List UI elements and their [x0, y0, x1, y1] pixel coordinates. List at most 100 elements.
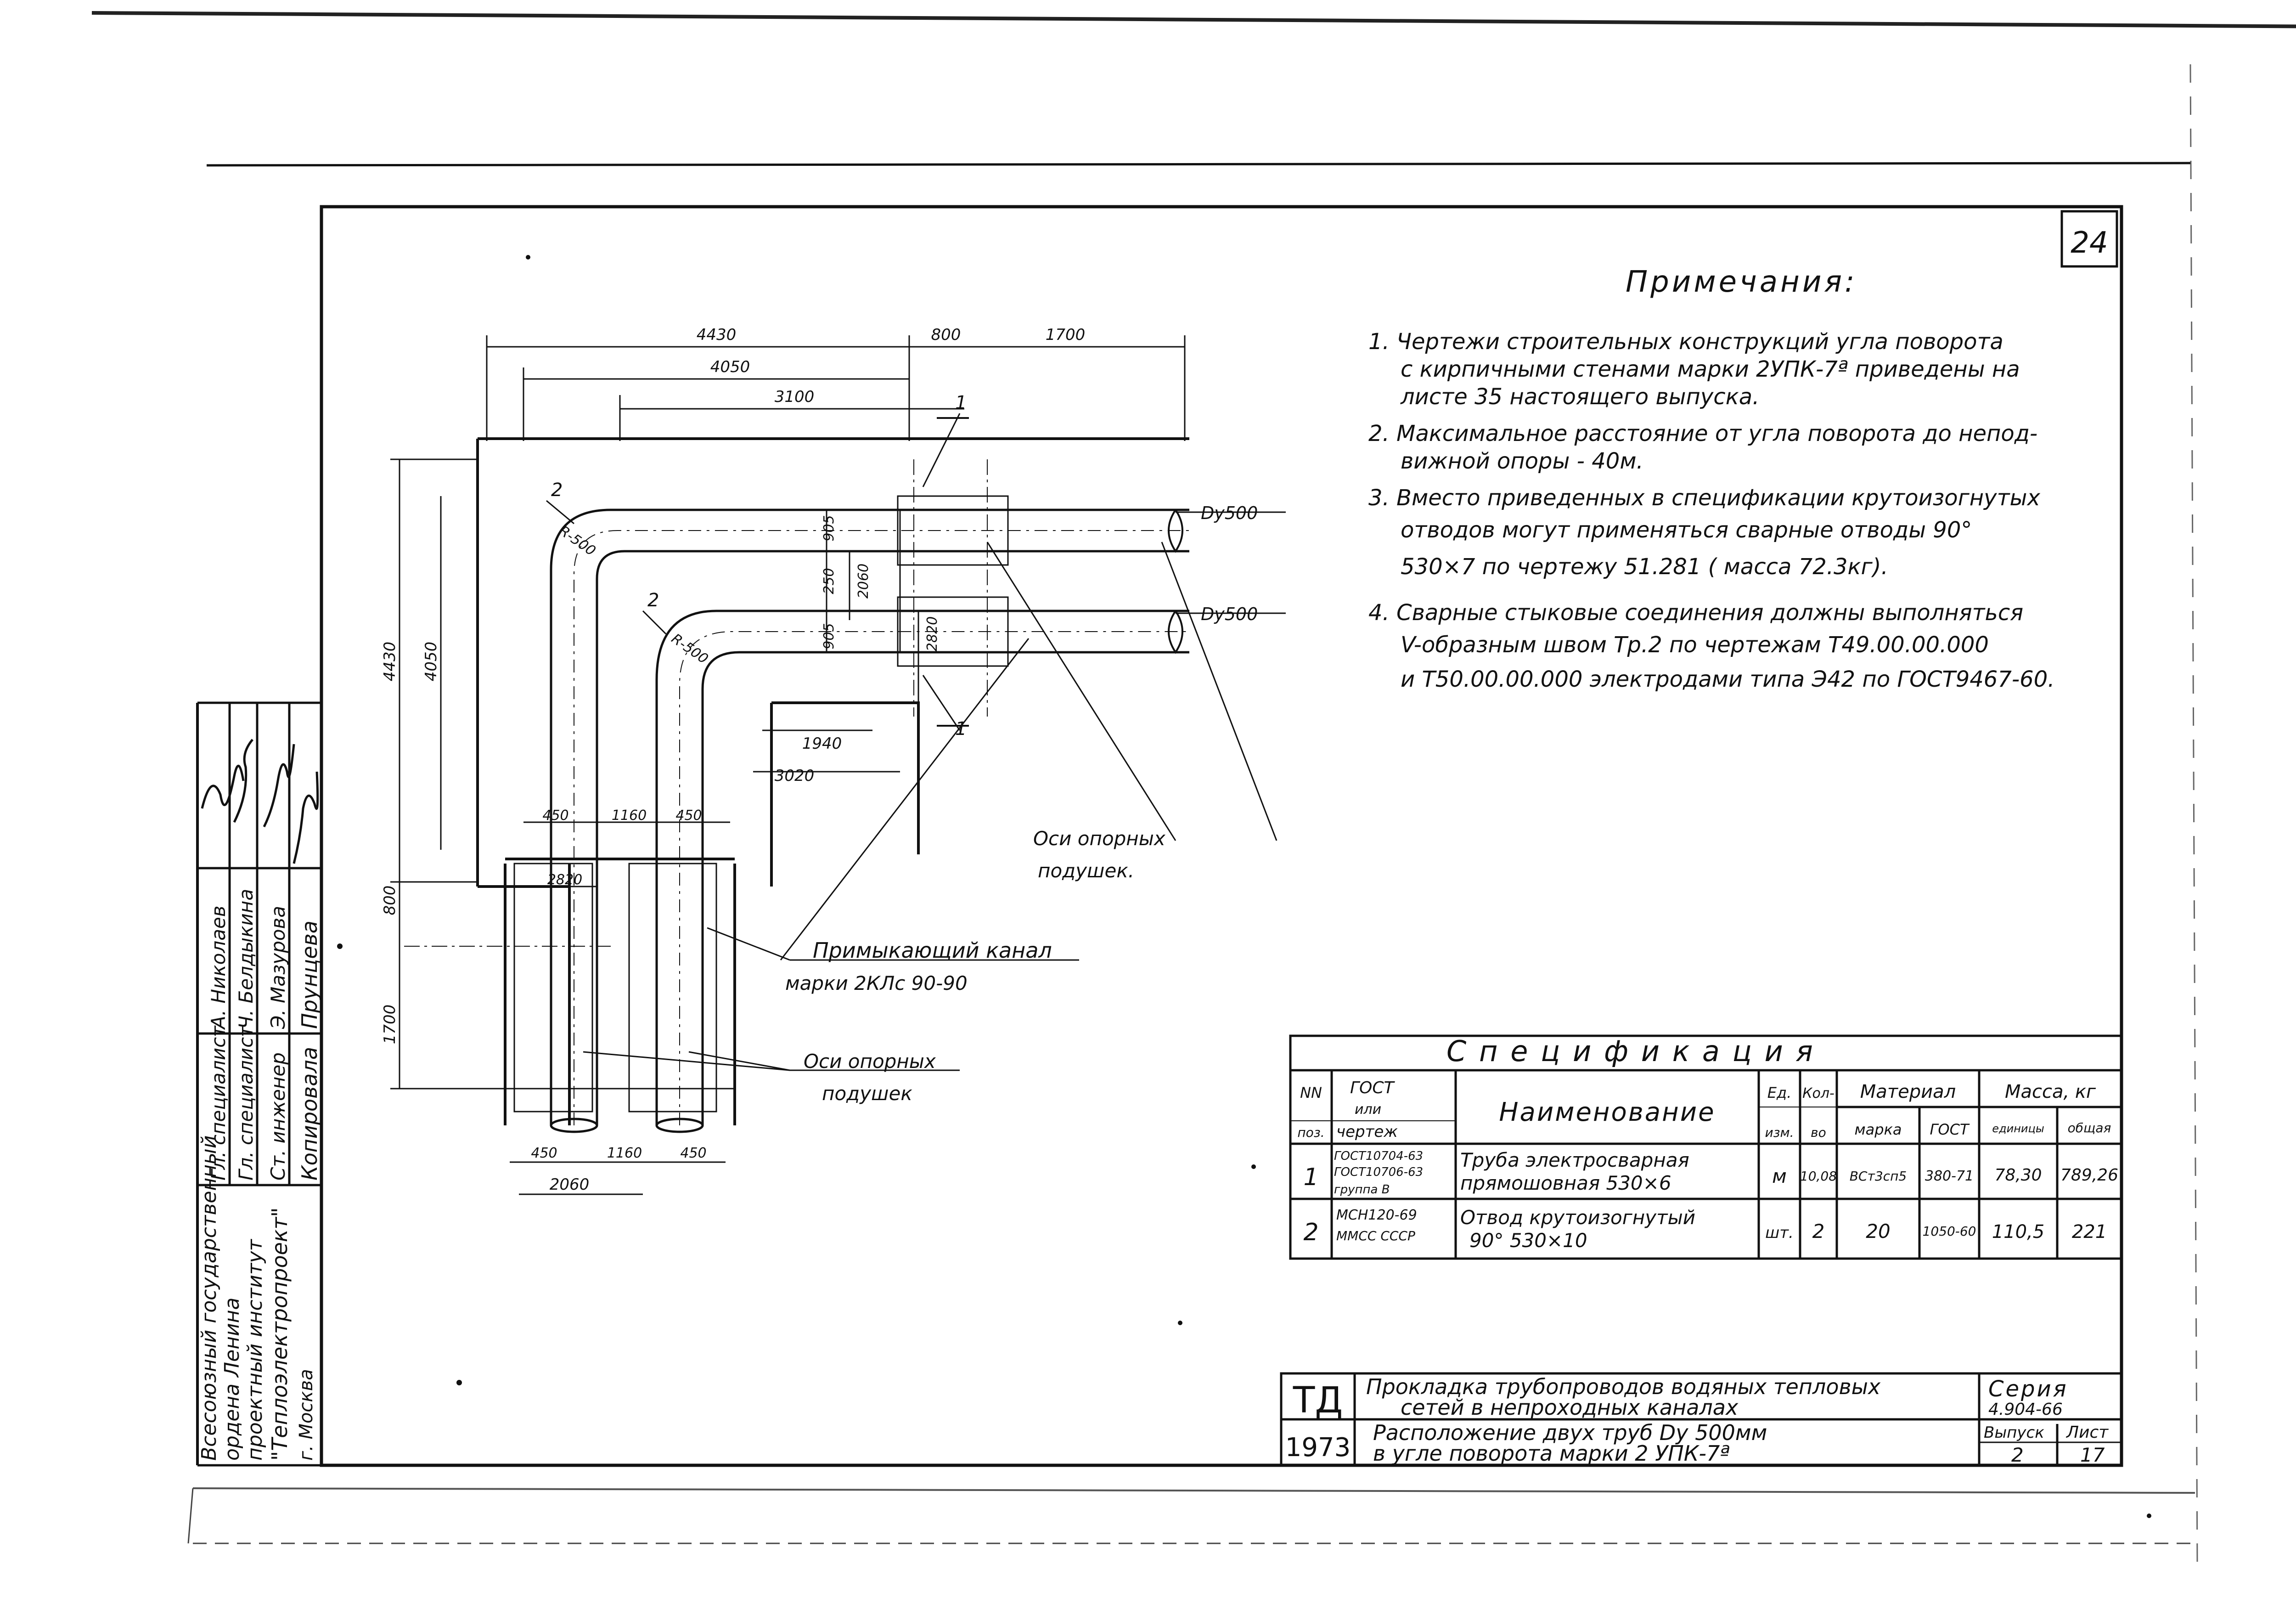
role-3: Ст. инженер [267, 1052, 289, 1180]
pipe-2 [655, 610, 1189, 1133]
note-line-7: отводов могут применяться сварные отводы… [1401, 517, 1972, 543]
scan-specks [337, 255, 2151, 1518]
spec-title: С п е ц и ф и к а ц и я [1446, 1034, 1815, 1068]
dim-left-1700: 1700 [381, 1005, 399, 1045]
dim-top-3100: 3100 [775, 388, 815, 406]
dim-left-800: 800 [381, 886, 399, 915]
dim-3020: 3020 [775, 767, 815, 785]
scan-edge-marks [91, 11, 2296, 1562]
hdr-unit-1: Ед. [1767, 1084, 1792, 1101]
specification-table: С п е ц и ф и к а ц и я NN поз. ГОСТ или… [1289, 1034, 2123, 1260]
dim-top-800: 800 [931, 326, 961, 344]
dim-bottom-1160: 1160 [607, 1145, 642, 1161]
row2-name-2: 90° 530×10 [1469, 1229, 1587, 1252]
hdr-qty-2: во [1811, 1125, 1826, 1140]
note-line-4: 2. Максимальное расстояние от угла повор… [1368, 421, 2037, 446]
hdr-gost-3: чертеж [1336, 1123, 1398, 1141]
note-line-8: 530×7 по чертежу 51.281 ( масса 72.3кг). [1401, 554, 1888, 580]
tb-sheet: 17 [2080, 1444, 2105, 1466]
tb-title1-a: Прокладка трубопроводов водяных тепловых [1366, 1374, 1881, 1399]
note-line-9: 4. Сварные стыковые соединения должны вы… [1368, 600, 2023, 626]
hdr-mat-gost: ГОСТ [1930, 1121, 1970, 1138]
row1-name-1: Труба электросварная [1460, 1149, 1689, 1171]
dim-left-4050: 4050 [422, 642, 440, 682]
pipe-1 [550, 508, 1189, 1133]
dim-450b: 450 [675, 808, 702, 824]
row2-name-1: Отвод крутоизогнутый [1460, 1206, 1695, 1229]
dim-mid-905b: 905 [821, 623, 837, 649]
note-line-1: 1. Чертежи строительных конструкций угла… [1368, 329, 2003, 355]
pipe-break-lines [1168, 509, 1183, 654]
dim-top-4430: 4430 [697, 326, 737, 344]
note-line-6: 3. Вместо приведенных в спецификации кру… [1368, 485, 2040, 511]
page-number-box: 24 [2060, 210, 2118, 268]
notes-block: Примечания: 1. Чертежи строительных конс… [1368, 265, 2055, 692]
dim-2820: 2820 [547, 872, 582, 888]
org-line-1: Всесоюзный государственный [197, 1135, 221, 1461]
dim-1940: 1940 [802, 734, 842, 753]
tb-code: ТД [1293, 1380, 1343, 1421]
name-3: Э. Мазурова [267, 906, 289, 1029]
hdr-unit-2: изм. [1765, 1125, 1794, 1140]
dimension-lines [390, 335, 1186, 1195]
pipe-label-2: Dу500 [1201, 604, 1258, 624]
hdr-material: Материал [1860, 1081, 1956, 1102]
pos-mark-2a: 2 [551, 480, 563, 501]
dim-mid-2060: 2060 [855, 564, 872, 599]
hdr-name: Наименование [1499, 1097, 1715, 1127]
pos-mark-2b: 2 [647, 590, 659, 611]
dim-450a: 450 [542, 808, 568, 824]
tb-sheet-label: Лист [2065, 1423, 2109, 1442]
name-4: Прунцева [297, 921, 322, 1029]
title-block: ТД 1973 Прокладка трубопроводов водяных … [1280, 1372, 2123, 1467]
callout-channel-a: Примыкающий канал [813, 938, 1052, 963]
role-2: Гл. специалист [235, 1025, 257, 1180]
note-line-2: с кирпичными стенами марки 2УПК-7ª приве… [1401, 356, 2020, 382]
row1-gost-3: группа В [1334, 1183, 1390, 1197]
hdr-gost-2: или [1355, 1101, 1381, 1118]
hdr-mass: Масса, кг [2005, 1081, 2096, 1102]
note-line-10: V-образным швом Тр.2 по чертежам Т49.00.… [1401, 632, 1989, 658]
row2-grade: 20 [1866, 1220, 1890, 1243]
callout-support-axes-2b: подушек [822, 1082, 912, 1105]
hdr-pos-1: NN [1300, 1084, 1322, 1101]
notes-title: Примечания: [1626, 265, 1857, 299]
tb-series: 4.904-66 [1988, 1400, 2063, 1419]
dim-left-4430: 4430 [381, 642, 399, 682]
name-2: Ч. Белдыкина [235, 889, 257, 1029]
dim-bottom-2060: 2060 [550, 1175, 590, 1194]
row2-mgost: 1050-60 [1923, 1224, 1976, 1239]
note-line-3: листе 35 настоящего выпуска. [1400, 384, 1759, 410]
tb-series-label: Серия [1988, 1376, 2068, 1402]
row1-grade: ВСт3сп5 [1850, 1169, 1907, 1184]
tb-title2-a: Расположение двух труб Dу 500мм [1373, 1420, 1767, 1445]
dim-bottom-450a: 450 [531, 1145, 557, 1161]
tb-year: 1973 [1285, 1433, 1351, 1463]
leader-lines [546, 413, 1286, 1071]
row1-mgost: 380-71 [1925, 1168, 1974, 1184]
note-line-5: вижной опоры - 40м. [1401, 448, 1643, 474]
row1-gost-2: ГОСТ10706-63 [1334, 1165, 1423, 1179]
hdr-mass-total: общая [2068, 1120, 2111, 1135]
row2-mass-unit: 110,5 [1992, 1221, 2045, 1243]
hdr-gost-1: ГОСТ [1350, 1079, 1396, 1097]
signatures [201, 739, 319, 864]
callout-support-axes-1a: Оси опорных [1033, 827, 1166, 850]
role-1: Гл. специалист [207, 1025, 230, 1180]
row2-mass-total: 221 [2072, 1221, 2107, 1243]
row2-qty: 2 [1812, 1220, 1825, 1243]
support-pads [513, 495, 1009, 1113]
row1-mass-total: 789,26 [2060, 1166, 2118, 1185]
section-cut-marks [937, 417, 969, 727]
hdr-pos-2: поз. [1297, 1125, 1324, 1140]
note-line-11: и Т50.00.00.000 электродами типа Э42 по … [1401, 666, 2055, 692]
dim-top-4050: 4050 [710, 358, 750, 376]
tb-title2-b: в угле поворота марки 2 УПК-7ª [1373, 1441, 1730, 1466]
dim-1160a: 1160 [612, 808, 647, 824]
page-number: 24 [2071, 226, 2108, 260]
tb-issue: 2 [2011, 1444, 2024, 1466]
row1-name-2: прямошовная 530×6 [1460, 1172, 1671, 1194]
channel-outline [476, 437, 1189, 1125]
